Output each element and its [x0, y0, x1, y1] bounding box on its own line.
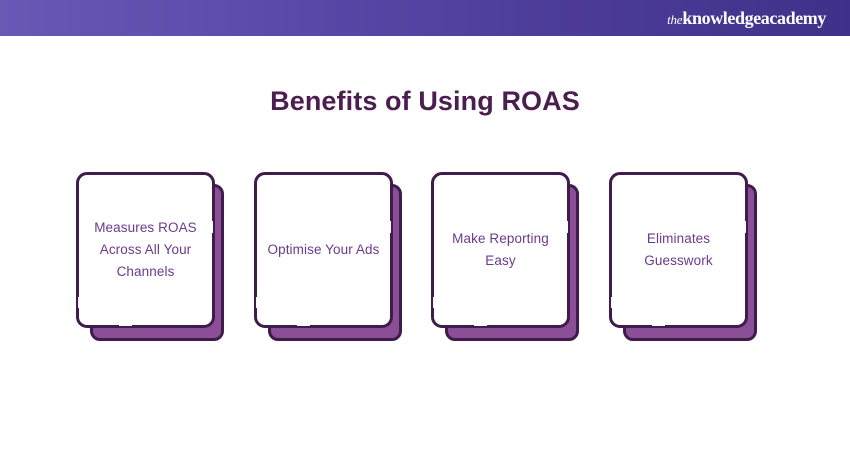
card-face[interactable]: Measures ROAS Across All Your Channels — [76, 172, 215, 328]
card-label: Optimise Your Ads — [267, 241, 380, 257]
card-face[interactable]: Optimise Your Ads — [254, 172, 393, 328]
brand-logo-name: knowledgeacademy — [682, 8, 826, 28]
card-notch-left-icon — [256, 297, 261, 308]
card-notch-left-icon — [611, 297, 616, 308]
card-notch-bottom-icon — [474, 321, 487, 326]
card-notch-left-icon — [433, 297, 438, 308]
card-label: Make Reporting Easy — [452, 230, 549, 268]
card-notch-left-icon — [78, 297, 83, 308]
card-notch-right-icon — [208, 221, 213, 233]
brand-logo-the: the — [667, 12, 683, 27]
benefit-card-2[interactable]: Optimise Your Ads — [254, 172, 402, 347]
card-notch-right-icon — [563, 221, 568, 233]
benefit-card-3[interactable]: Make Reporting Easy — [431, 172, 579, 347]
card-label: Eliminates Guesswork — [644, 230, 713, 268]
card-label: Measures ROAS Across All Your Channels — [94, 219, 197, 280]
card-notch-bottom-icon — [297, 321, 310, 326]
card-notch-bottom-icon — [652, 321, 665, 326]
benefit-card-4[interactable]: Eliminates Guesswork — [609, 172, 757, 347]
benefit-card-1[interactable]: Measures ROAS Across All Your Channels — [76, 172, 224, 347]
card-face[interactable]: Eliminates Guesswork — [609, 172, 748, 328]
page-title: Benefits of Using ROAS — [270, 86, 580, 116]
card-notch-right-icon — [386, 221, 391, 233]
card-notch-bottom-icon — [119, 321, 132, 326]
benefits-card-row: Measures ROAS Across All Your Channels O… — [76, 172, 776, 347]
card-notch-right-icon — [741, 221, 746, 233]
card-face[interactable]: Make Reporting Easy — [431, 172, 570, 328]
